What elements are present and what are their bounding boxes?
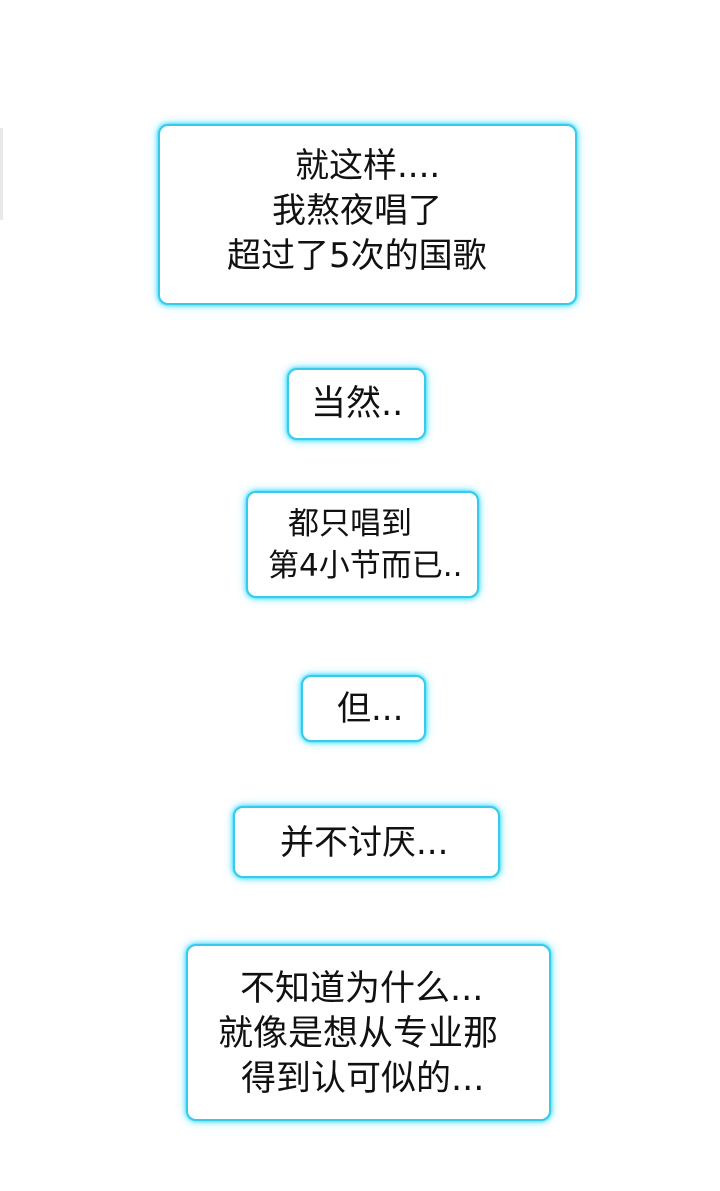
- speech-bubble-3-line-1: 都只唱到: [288, 506, 412, 542]
- speech-bubble-5-line-1: 并不讨厌...: [280, 823, 449, 863]
- speech-bubble-4-line-1: 但...: [337, 689, 404, 729]
- speech-bubble-6: 不知道为什么... 就像是想从专业那 得到认可似的...: [186, 944, 551, 1121]
- speech-bubble-6-line-1: 不知道为什么...: [240, 969, 484, 1009]
- speech-bubble-6-line-3: 得到认可似的...: [241, 1059, 485, 1099]
- left-edge-mark: [0, 128, 3, 220]
- speech-bubble-3-line-2: 第4小节而已..: [268, 548, 463, 584]
- speech-bubble-1-line-1: 就这样....: [295, 146, 441, 186]
- speech-bubble-1-line-2: 我熬夜唱了: [272, 191, 442, 231]
- speech-bubble-1: 就这样.... 我熬夜唱了 超过了5次的国歌: [158, 124, 577, 305]
- speech-bubble-4: 但...: [301, 675, 426, 742]
- speech-bubble-2: 当然..: [287, 368, 426, 440]
- speech-bubble-1-line-3: 超过了5次的国歌: [227, 236, 487, 276]
- speech-bubble-6-line-2: 就像是想从专业那: [218, 1014, 499, 1054]
- speech-bubble-5: 并不讨厌...: [233, 806, 500, 878]
- speech-bubble-3: 都只唱到 第4小节而已..: [246, 491, 479, 598]
- speech-bubble-2-line-1: 当然..: [311, 384, 404, 424]
